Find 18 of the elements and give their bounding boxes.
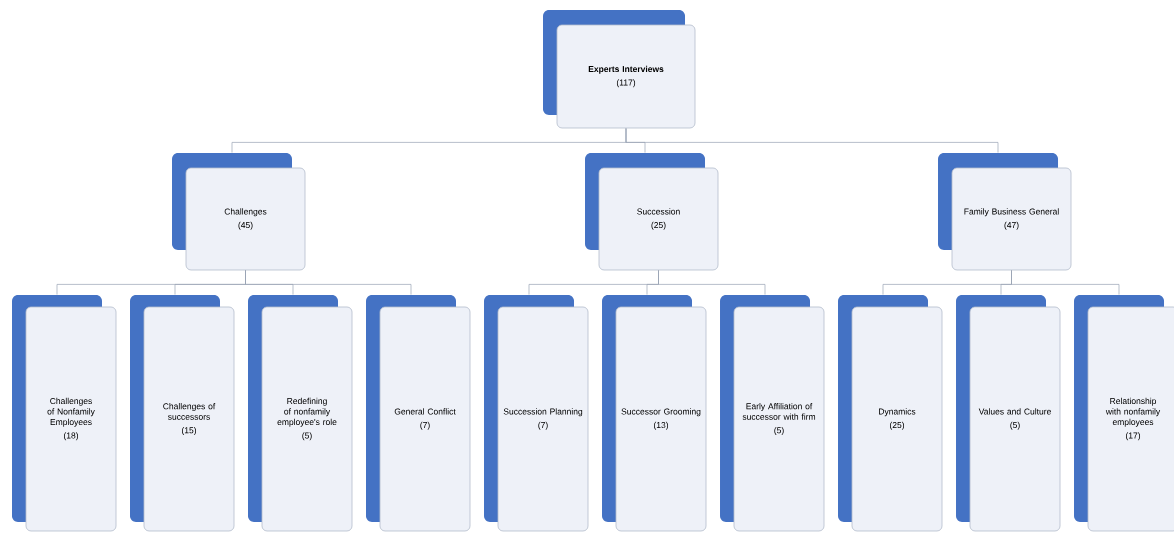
category-card: Challenges (45) [172, 153, 306, 271]
category-card: Family Business General (47) [938, 153, 1072, 271]
category-card: Dynamics (25) [838, 295, 943, 532]
category-card: Challenges of successors (15) [130, 295, 235, 532]
category-card: General Conflict (7) [366, 295, 471, 532]
category-card: Successor Grooming (13) [602, 295, 707, 532]
category-card: Redefining of nonfamily employee's role (5) [248, 295, 353, 532]
category-card: Succession Planning (7) [484, 295, 589, 532]
category-card: Values and Culture (5) [956, 295, 1061, 532]
category-card: Early Affiliation of successor with firm (5) [720, 295, 825, 532]
connector-line [245, 270, 412, 295]
connector-line [1011, 270, 1120, 295]
category-card: Experts Interviews (117) [543, 10, 696, 129]
connector-line [625, 128, 999, 153]
category-card: Succession (25) [585, 153, 719, 271]
category-card: Relationship with nonfamily employees (17) [1074, 295, 1174, 532]
connector-line [658, 270, 766, 295]
category-card: Challenges of Nonfamily Employees (18) [12, 295, 117, 532]
